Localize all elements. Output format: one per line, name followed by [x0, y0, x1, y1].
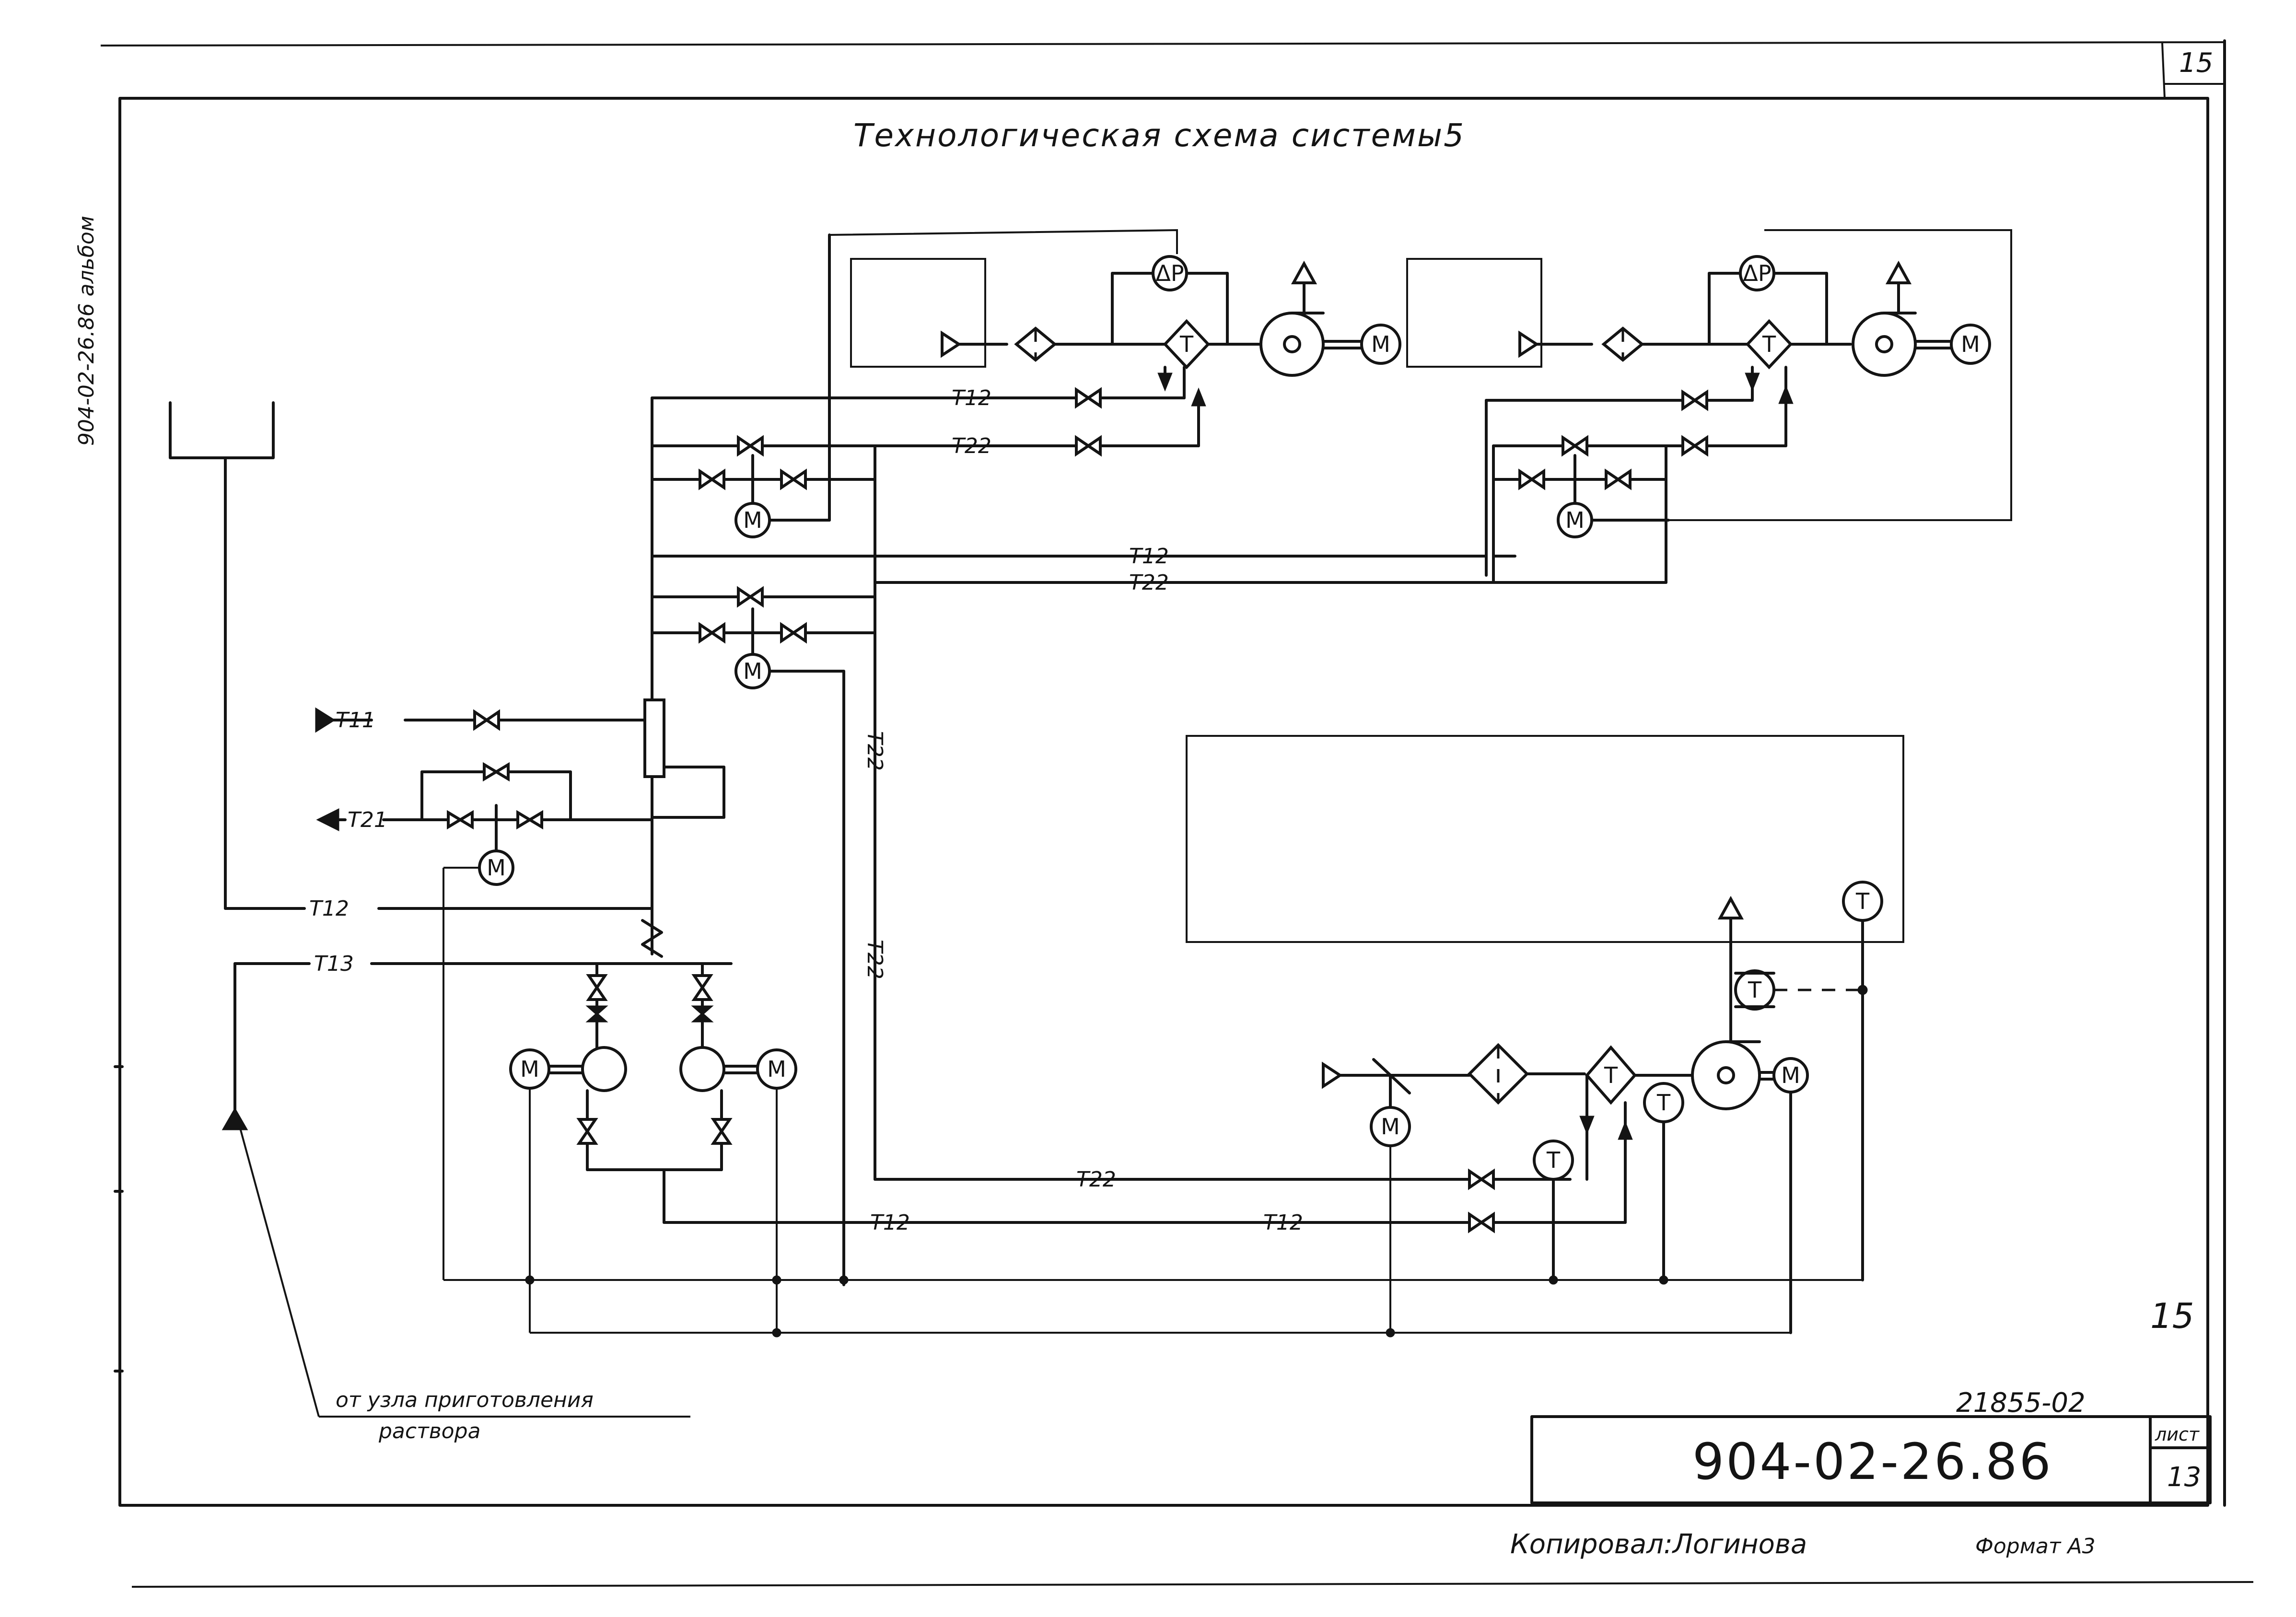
page-title: Технологическая схема системы5: [853, 117, 1465, 154]
sheet-format: Формат А3: [1975, 1534, 2096, 1559]
vent-unit-3: [1186, 735, 1904, 1334]
pump-group: [509, 962, 1627, 1224]
motor-pump1-label: M: [520, 1056, 539, 1082]
source-note-line2: раствора: [378, 1419, 480, 1443]
archive-code: 21855-02: [1956, 1387, 2086, 1419]
copied-by: Копировал:Логинова: [1510, 1529, 1807, 1560]
t-sensor-3d-label: T: [1748, 977, 1762, 1003]
motor-pump2-label: M: [767, 1056, 786, 1082]
page-number-top: 15: [2179, 47, 2213, 79]
motor-damper3-label: M: [1381, 1114, 1400, 1140]
control-lines: [443, 867, 1863, 1338]
label-t12-a: T12: [952, 386, 991, 410]
label-t12-e: T12: [1263, 1210, 1303, 1235]
label-t22-vert1: T22: [862, 731, 887, 771]
tc-2-label: T: [1762, 331, 1776, 357]
pipe-t21: [316, 762, 653, 886]
label-t22-c: T22: [1076, 1167, 1116, 1192]
tc-1-label: T: [1179, 331, 1194, 357]
main-header: [641, 396, 725, 958]
motor-fan3-label: M: [1781, 1062, 1800, 1088]
drawing-frame: [100, 39, 2254, 1588]
label-t21: T21: [348, 808, 387, 832]
margin-note: 904-02-26.86 альбом: [74, 216, 99, 446]
dp-1-label: ΔP: [1155, 260, 1184, 286]
t-sensor-3b-label: T: [1546, 1147, 1561, 1173]
branch-lines-upper: [651, 372, 1572, 1181]
solution-tank: [169, 401, 653, 910]
t-sensor-3c-label: T: [1855, 888, 1870, 914]
label-t22-b: T22: [1129, 570, 1169, 595]
label-t12-d: T12: [870, 1210, 910, 1235]
title-block: [1530, 1415, 2212, 1504]
motor-valve2-label: M: [1565, 507, 1585, 533]
source-note-line1: от узла приготовления: [336, 1388, 594, 1412]
label-t12-b: T12: [1129, 544, 1169, 569]
sheet-number-mark: 15: [2150, 1296, 2194, 1336]
motor-upper2-label: M: [743, 658, 762, 684]
document-number: 904-02-26.86: [1692, 1432, 2053, 1491]
label-t22-a: T22: [952, 434, 991, 458]
dp-2-label: ΔP: [1743, 260, 1771, 286]
t-sensor-3a-label: T: [1656, 1090, 1671, 1116]
motor-fan2-label: M: [1961, 331, 1980, 357]
label-t22-vert2: T22: [862, 940, 887, 979]
vent-unit-2: [1406, 229, 2012, 584]
motor-upper1-label: M: [743, 507, 762, 533]
sheet-number: 13: [2167, 1462, 2201, 1493]
label-t11: T11: [336, 708, 375, 733]
label-t12-c: T12: [309, 896, 349, 921]
valves-upper: [699, 233, 1102, 1286]
label-t13: T13: [314, 952, 354, 976]
tc-3-label: T: [1604, 1062, 1618, 1088]
vent-unit-1: [829, 229, 1401, 407]
source-note: [239, 1126, 690, 1418]
pipe-t13: [221, 962, 733, 1130]
sheet-label: лист: [2155, 1424, 2200, 1445]
pipe-t11: [315, 707, 646, 733]
motor-t21-label: M: [487, 855, 506, 881]
motor-fan1-label: M: [1371, 331, 1390, 357]
